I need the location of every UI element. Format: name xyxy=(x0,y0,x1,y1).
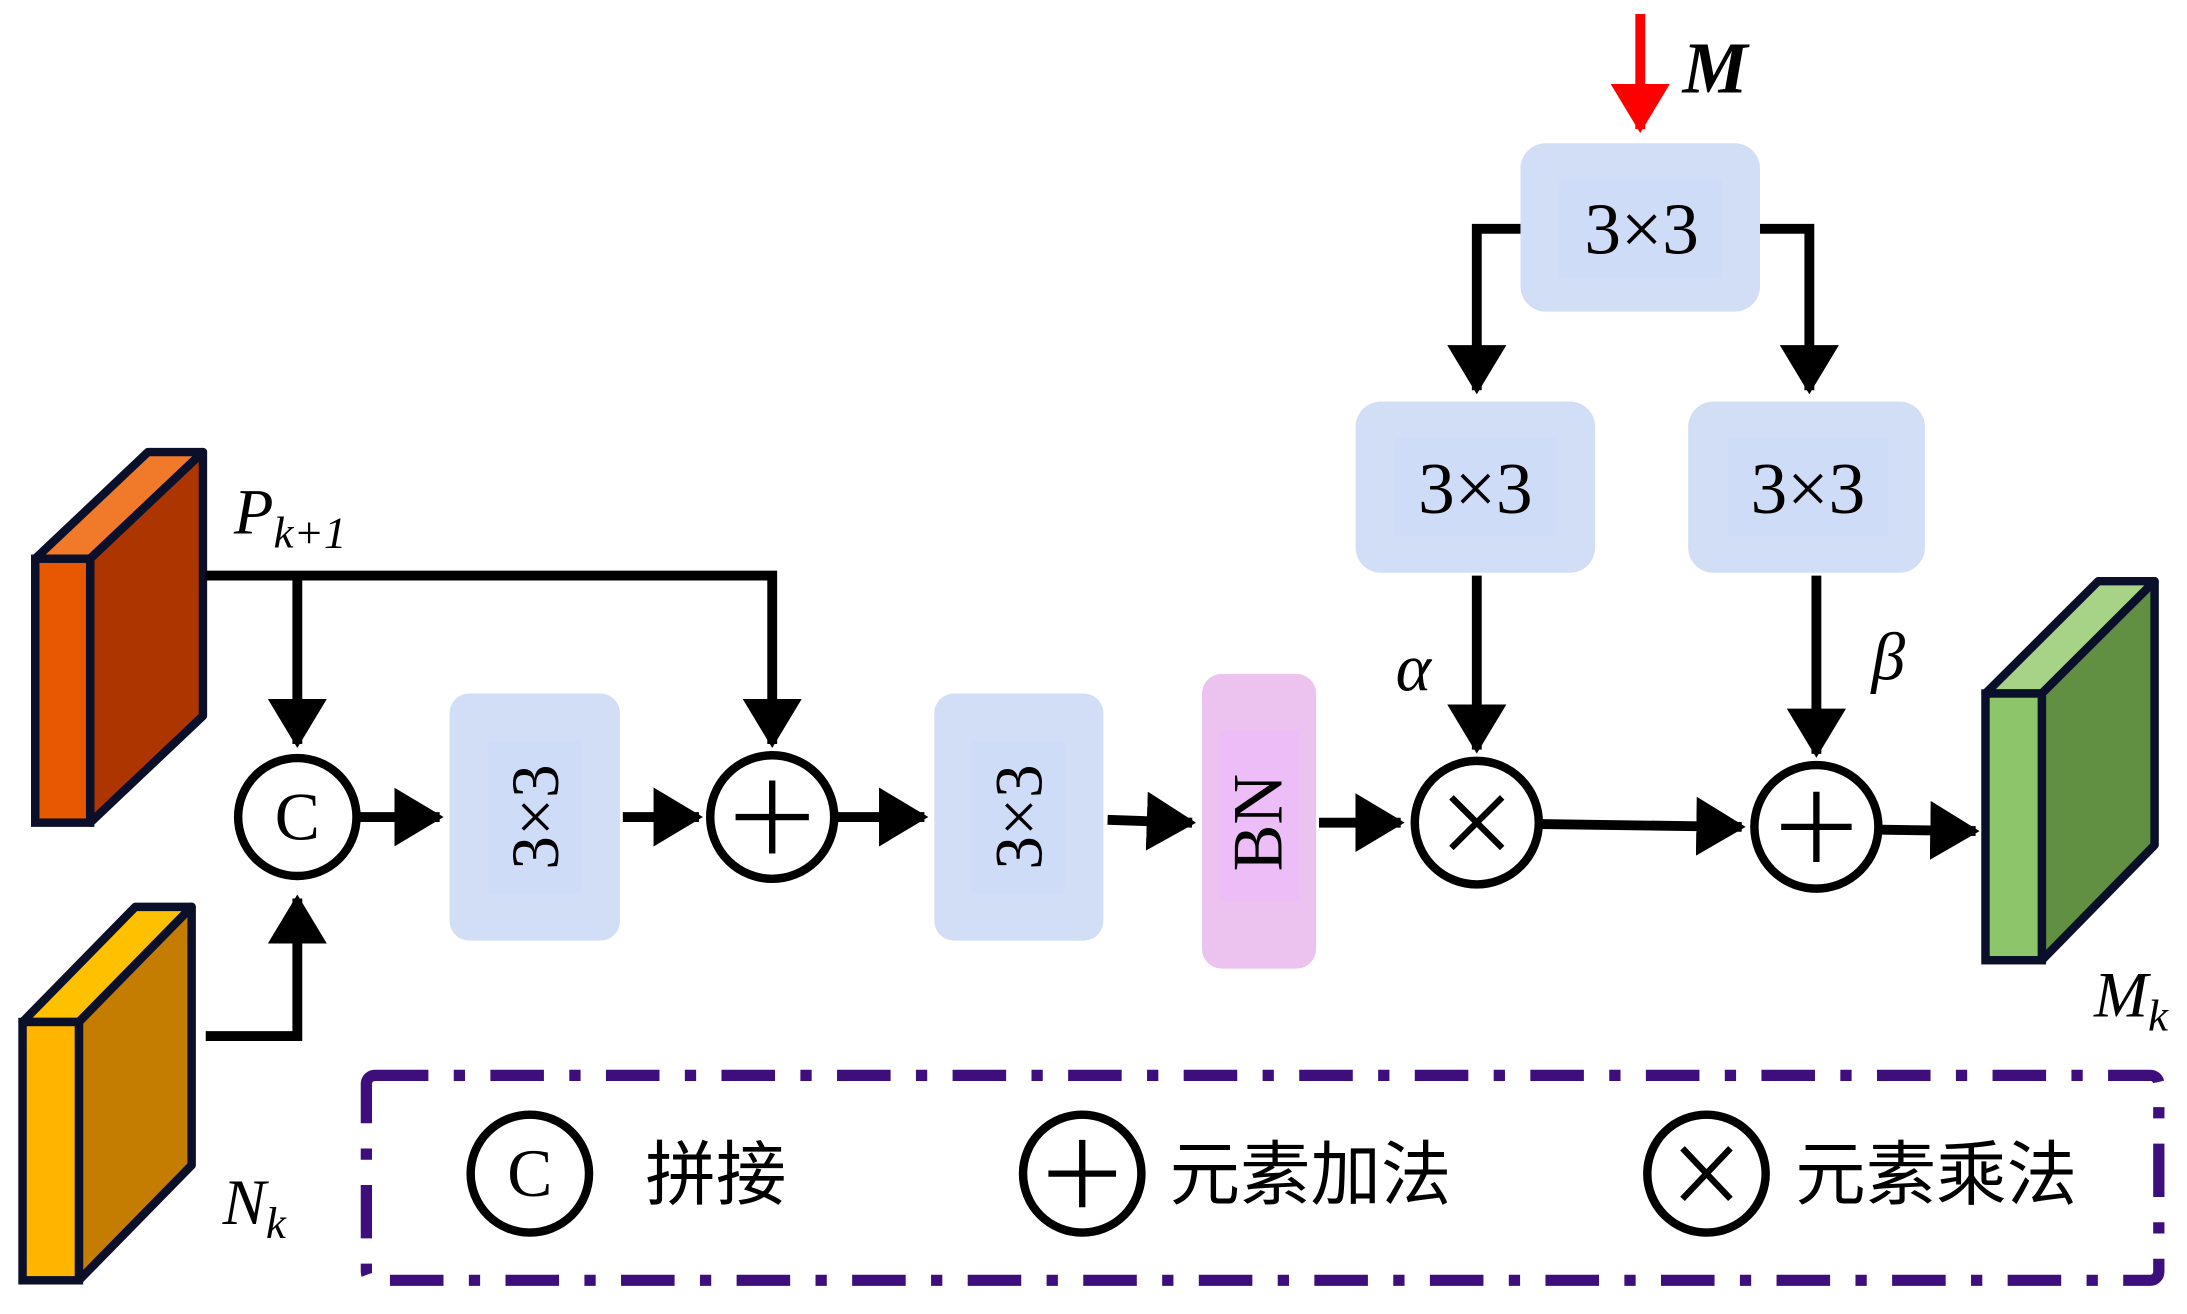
add-operator-1 xyxy=(705,751,839,884)
input-feature-map-n xyxy=(18,902,196,1285)
legend-label: 拼接 xyxy=(645,1134,786,1216)
alpha-label: α xyxy=(1396,631,1433,706)
output-m-subscript: k xyxy=(2148,990,2169,1040)
legend-item-concat: C 拼接 xyxy=(466,1110,786,1237)
alpha-conv-block: 3×3 xyxy=(1355,401,1596,573)
wire-shared-to-beta-conv xyxy=(1760,223,1839,395)
beta-conv-block: 3×3 xyxy=(1688,401,1925,573)
add-operator-2 xyxy=(1750,760,1883,893)
feature-map-front-face xyxy=(31,554,95,827)
legend-border xyxy=(360,1069,2165,1286)
bn-block: BN xyxy=(1202,673,1317,969)
conv2-label: 3×3 xyxy=(981,764,1056,869)
svg-text:Pk+1: Pk+1 xyxy=(233,476,347,558)
wire-n-to-concat xyxy=(205,894,327,1041)
input-n-label: N xyxy=(222,1166,270,1238)
svg-text:Nk: Nk xyxy=(222,1166,287,1248)
plus-icon xyxy=(735,780,809,854)
concat-operator: C xyxy=(233,753,361,881)
input-p-subscript: k+1 xyxy=(274,508,347,558)
bn-label: BN xyxy=(1219,774,1297,872)
times-icon xyxy=(1680,1146,1733,1202)
beta-conv-label: 3×3 xyxy=(1751,448,1866,529)
multiply-operator xyxy=(1410,756,1544,889)
concat-circle xyxy=(233,753,361,881)
guide-input-label: M xyxy=(1682,28,1751,109)
wire-conv2-to-bn xyxy=(1107,791,1197,851)
legend-label: 元素乘法 xyxy=(1795,1134,2077,1216)
legend-symbol: C xyxy=(507,1136,552,1211)
concat-symbol: C xyxy=(275,780,320,855)
plus-icon xyxy=(1048,1139,1117,1208)
times-icon xyxy=(1449,795,1505,851)
legend-item-add: 元素加法 xyxy=(1018,1110,1452,1237)
conv1-label: 3×3 xyxy=(498,764,573,869)
beta-label: β xyxy=(1869,620,1905,695)
shared-conv-label: 3×3 xyxy=(1584,188,1699,269)
output-feature-map-m xyxy=(1981,576,2159,965)
wire-p-main xyxy=(205,570,802,748)
legend-label: 元素加法 xyxy=(1170,1134,1452,1216)
input-n-subscript: k xyxy=(266,1198,287,1248)
shared-conv-block: 3×3 xyxy=(1520,143,1761,312)
conv1-block: 3×3 xyxy=(449,693,621,941)
alpha-conv-label: 3×3 xyxy=(1418,448,1533,529)
wire-add2-to-output xyxy=(1881,800,1980,860)
wire-mul-to-add2 xyxy=(1541,796,1746,856)
conv2-block: 3×3 xyxy=(934,693,1104,941)
concat-icon xyxy=(466,1110,594,1237)
legend: C 拼接 元素加法 元素乘法 xyxy=(360,1069,2165,1286)
input-p-label: P xyxy=(233,476,274,548)
output-m-label: M xyxy=(2093,958,2151,1030)
feature-map-front-face xyxy=(1981,689,2047,965)
legend-item-multiply: 元素乘法 xyxy=(1643,1110,2077,1237)
plus-icon xyxy=(1781,791,1852,862)
wire-shared-to-alpha-conv xyxy=(1447,223,1521,395)
feature-map-front-face xyxy=(18,1017,84,1285)
svg-text:Mk: Mk xyxy=(2093,958,2169,1040)
input-feature-map-p xyxy=(31,447,208,827)
